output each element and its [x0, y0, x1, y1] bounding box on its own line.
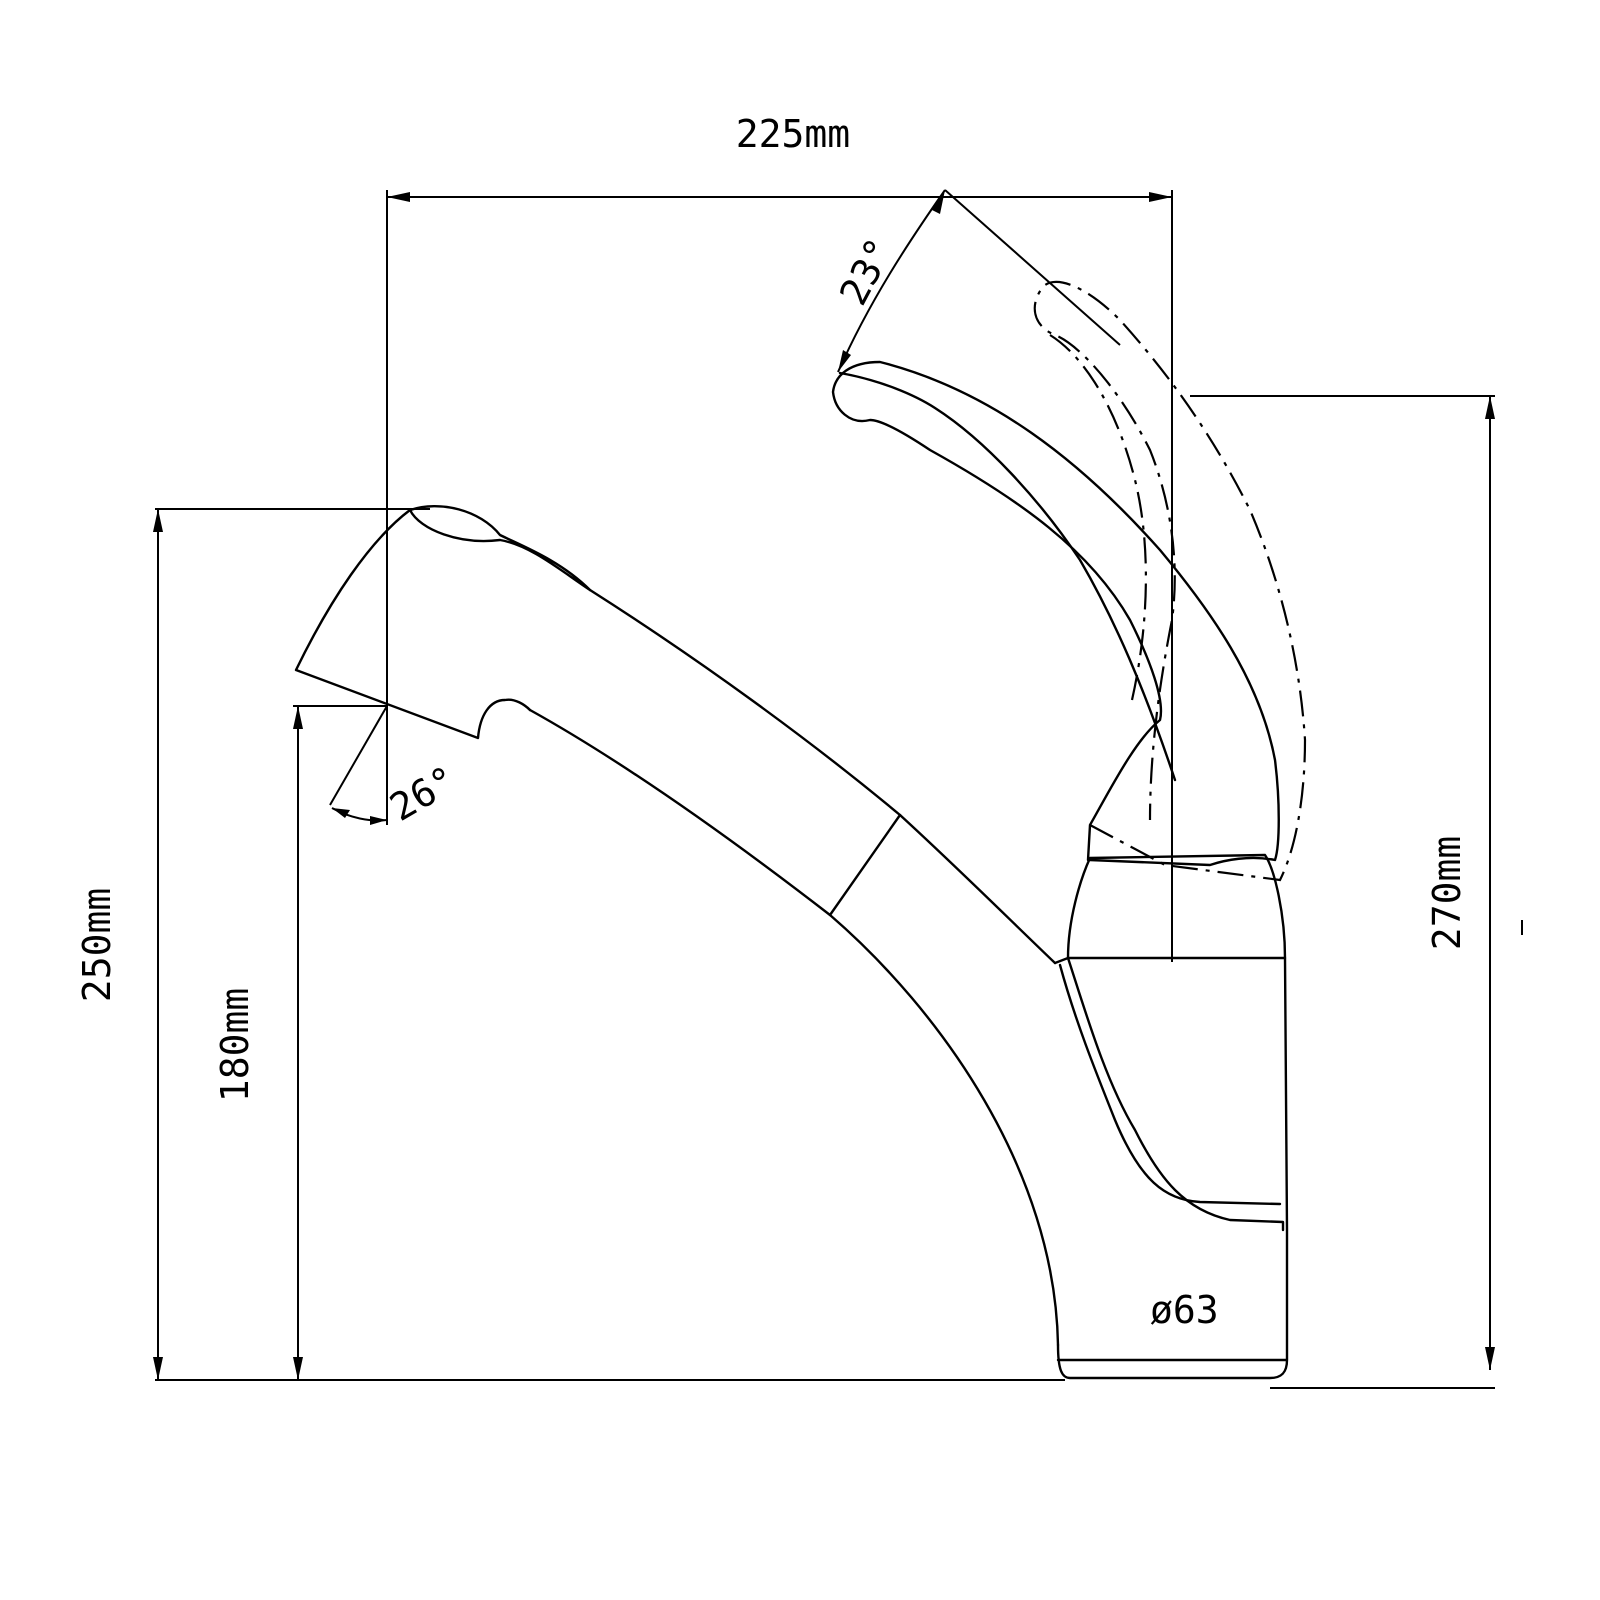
base-diameter-label: ø63 [1150, 1288, 1219, 1332]
body-column [1053, 956, 1289, 1380]
width-label: 225mm [736, 112, 850, 156]
dimension-lever-angle: 23° [831, 189, 1121, 373]
height-left-label: 250mm [75, 888, 119, 1002]
dimension-height-right: 270mm [1425, 396, 1495, 1370]
cartridge-cap [1066, 853, 1287, 960]
spout-joint [828, 813, 902, 917]
spout-bottom [528, 708, 1060, 1347]
spout-height-label: 180mm [213, 988, 257, 1102]
extension-lines [155, 190, 1523, 1389]
dimension-width: 225mm [387, 112, 1172, 202]
lever-angle-label: 23° [831, 231, 902, 312]
body-inner-curve [1058, 963, 1282, 1206]
spout-top [588, 588, 1057, 965]
lever-inner [838, 371, 1177, 782]
lever-alternate-position [1033, 280, 1307, 882]
dimension-height-left: 250mm [75, 509, 163, 1380]
spout-angle-label: 26° [383, 757, 464, 829]
height-right-label: 270mm [1425, 836, 1469, 950]
dimension-spout-height: 180mm [213, 706, 303, 1380]
lever-alternate-inner [1049, 334, 1147, 701]
faucet-outline [294, 280, 1307, 1380]
lever-handle [831, 360, 1280, 867]
spray-head [294, 504, 592, 740]
